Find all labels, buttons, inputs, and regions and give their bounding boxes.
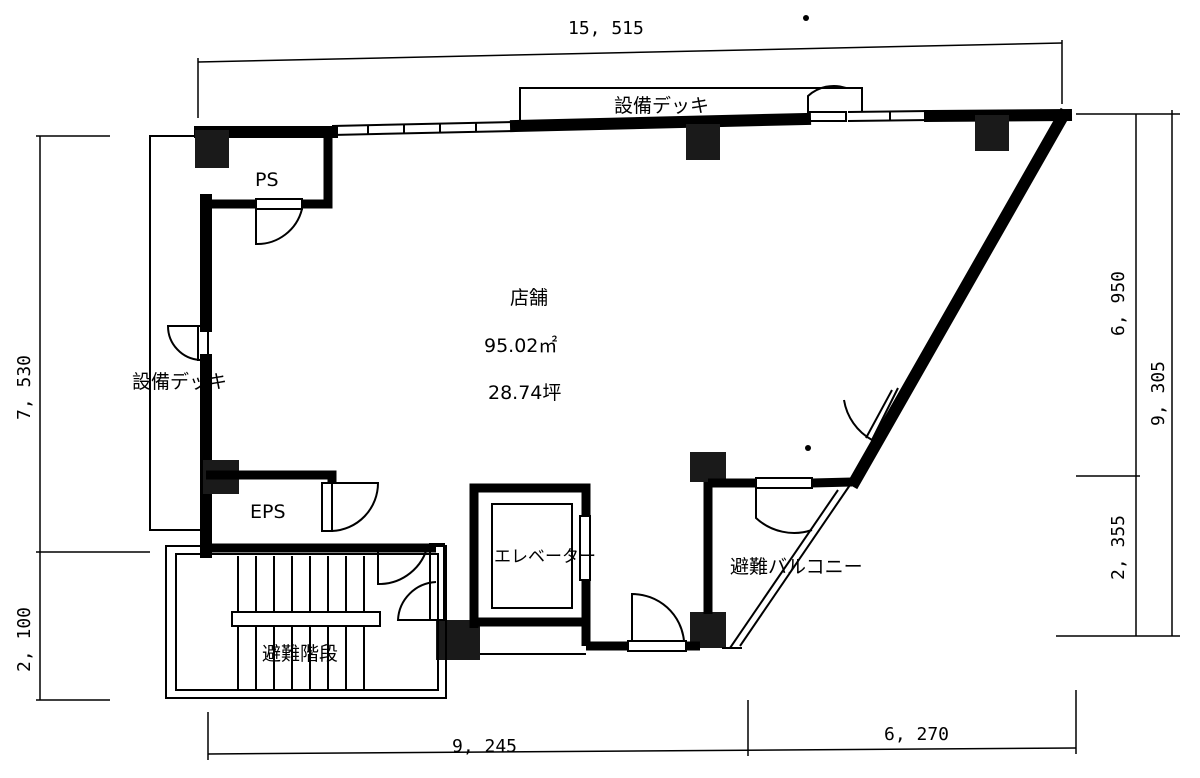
dimension-lines [36, 40, 1180, 760]
eps-room: EPS [206, 470, 436, 553]
shop-name-label: 店舗 [510, 287, 548, 309]
elevator-label: エレベーター [494, 547, 596, 567]
dim-right-total: 9, 305 [1148, 361, 1169, 426]
eps-label: EPS [250, 501, 286, 523]
elevator-shaft: エレベーター [469, 483, 596, 646]
shop-area-tsubo-label: 28.74坪 [488, 382, 561, 404]
dim-right-lower: 2, 355 [1108, 515, 1129, 580]
evac-balcony-label: 避難バルコニー [730, 556, 863, 578]
equipment-deck-top-label: 設備デッキ [614, 95, 709, 117]
evac-stairs: 避難階段 [165, 543, 447, 699]
equipment-deck-top-outline [519, 87, 863, 122]
shop-area-m2-label: 95.02㎡ [484, 334, 557, 357]
mark-dot [803, 15, 809, 21]
dim-top: 15, 515 [568, 18, 644, 39]
dim-right-upper: 6, 950 [1108, 271, 1129, 336]
dim-bottom-right: 6, 270 [884, 724, 949, 745]
dim-left-upper: 7, 530 [14, 355, 35, 420]
shop-labels: 店舗 95.02㎡ 28.74坪 設備デッキ 設備デッキ [132, 95, 709, 404]
top-window-left [331, 121, 517, 136]
columns [195, 115, 1009, 660]
ps-label: PS [255, 169, 279, 191]
mark-dot [805, 445, 811, 451]
dimension-labels: 15, 515 9, 245 6, 270 7, 530 2, 100 6, 9… [14, 18, 1169, 757]
ps-room: PS [206, 132, 333, 210]
top-window-right [847, 110, 931, 122]
evac-balcony: 避難バルコニー [703, 477, 863, 649]
door-swings [166, 85, 899, 642]
evac-stairs-label: 避難階段 [262, 643, 338, 665]
dim-bottom-left: 9, 245 [452, 736, 517, 757]
dim-left-lower: 2, 100 [14, 607, 35, 672]
bottom-walls [480, 640, 700, 655]
equipment-deck-left-outline [149, 135, 205, 531]
equipment-deck-left-label: 設備デッキ [132, 371, 227, 393]
